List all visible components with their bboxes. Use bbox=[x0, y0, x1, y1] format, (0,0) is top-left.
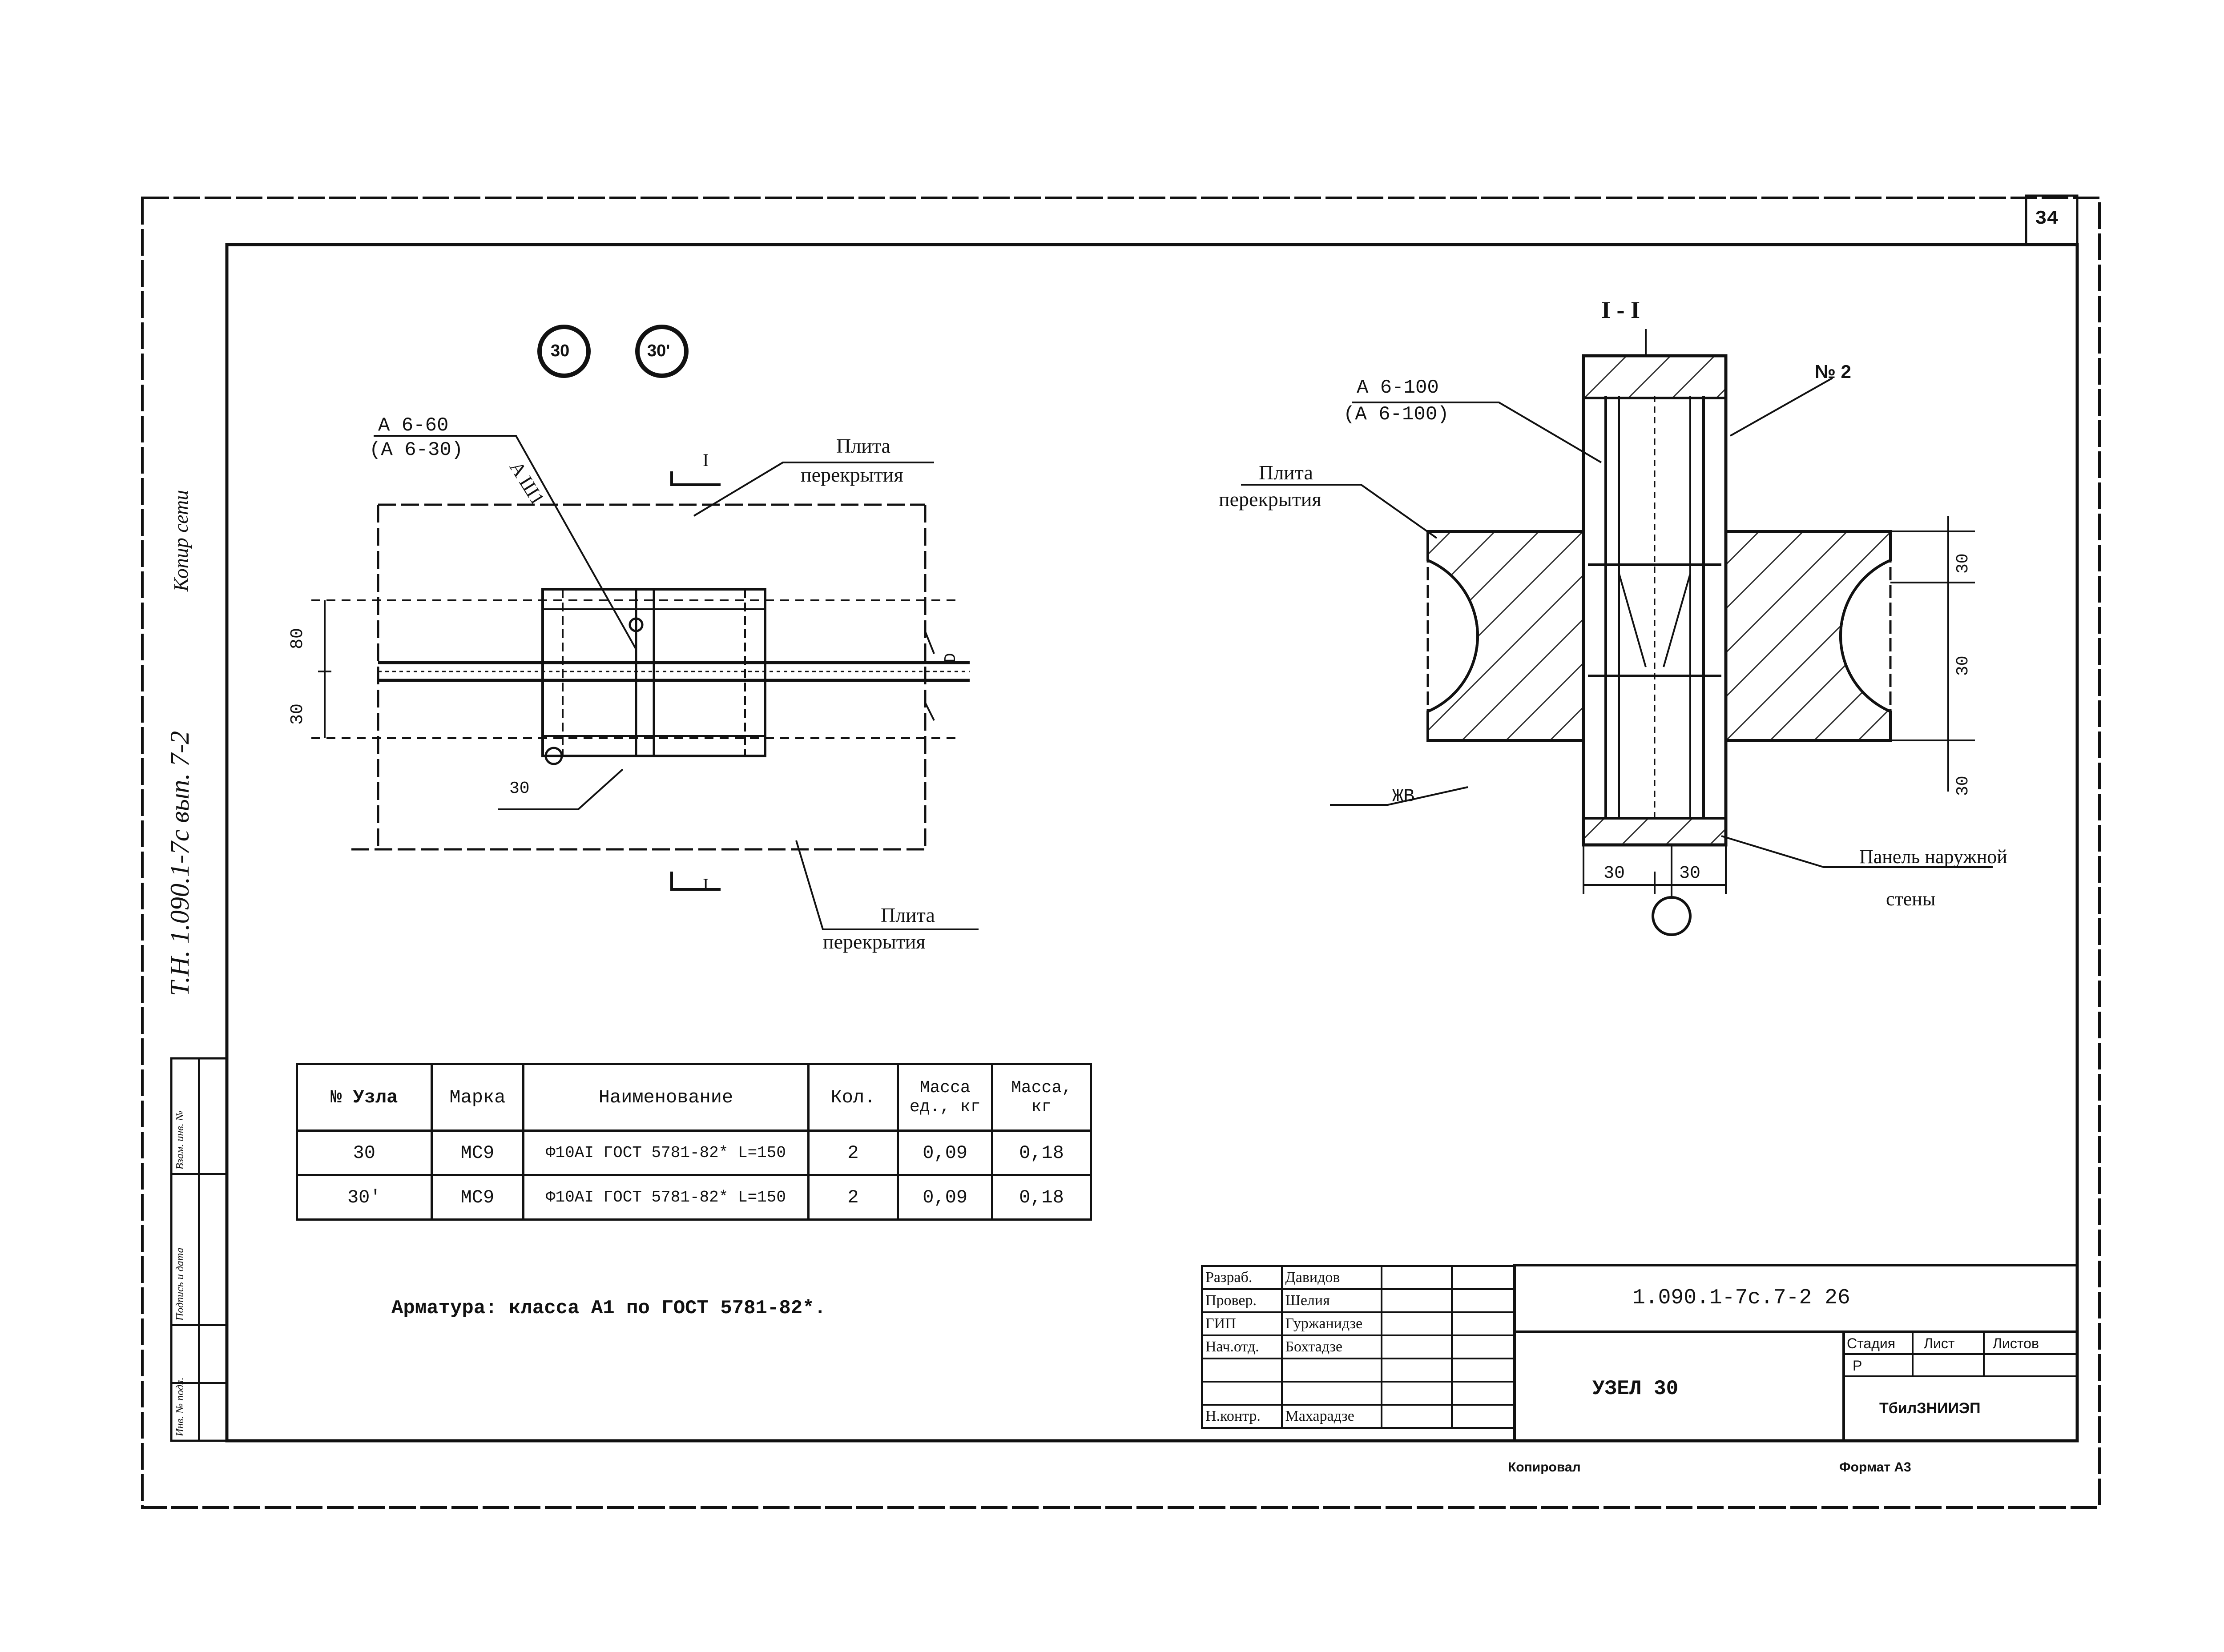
spec-row: 30 МС9 Ф10АI ГОСТ 5781-82* L=150 2 0,09 … bbox=[296, 1129, 1092, 1176]
plan-section-mark-top: I bbox=[703, 450, 709, 470]
plan-label-bottom-2: перекрытия bbox=[823, 930, 926, 953]
spec-cell: 0,09 bbox=[897, 1174, 994, 1221]
section-dim-right-top: 30 bbox=[1954, 553, 1973, 574]
title-sheet-label: Лист bbox=[1924, 1335, 1955, 1351]
spec-cell: 2 bbox=[807, 1129, 899, 1176]
spec-cell: 2 bbox=[807, 1174, 899, 1221]
plan-label-bottom-1: Плита bbox=[881, 904, 935, 926]
role bbox=[1201, 1381, 1283, 1406]
section-label-slab-2: перекрытия bbox=[1219, 488, 1322, 510]
spec-cell: 0,18 bbox=[991, 1174, 1092, 1221]
side-replace-inv: Взам. инв. № bbox=[174, 1110, 186, 1170]
spec-cell: Ф10АI ГОСТ 5781-82* L=150 bbox=[522, 1129, 810, 1176]
person: Бохтадзе bbox=[1281, 1334, 1383, 1359]
plan-dim-bottom-left: 30 bbox=[509, 779, 530, 798]
section-view bbox=[1241, 329, 1993, 936]
spec-cell: 30' bbox=[296, 1174, 433, 1221]
role bbox=[1201, 1358, 1283, 1383]
person: Давидов bbox=[1281, 1265, 1383, 1290]
title-name: УЗЕЛ 30 bbox=[1592, 1377, 1679, 1400]
spec-header-mark: Марка bbox=[430, 1063, 525, 1132]
spec-header-node: № Узла bbox=[296, 1063, 433, 1132]
spec-header-mass: Масса, кг bbox=[991, 1063, 1092, 1132]
person bbox=[1281, 1381, 1383, 1406]
section-weld-mark: A 6-100 bbox=[1357, 377, 1439, 399]
node-mark-30: 30 bbox=[551, 342, 570, 360]
person bbox=[1281, 1358, 1383, 1383]
section-title: I - I bbox=[1601, 297, 1640, 323]
slab-right-hatch bbox=[1724, 530, 1892, 742]
role: Провер. bbox=[1201, 1288, 1283, 1313]
role: Разраб. bbox=[1201, 1265, 1283, 1290]
inner-frame bbox=[225, 243, 2079, 1443]
plan-weld-mark: A 6-60 bbox=[378, 414, 449, 437]
plan-view bbox=[311, 325, 979, 930]
spec-cell: Ф10АI ГОСТ 5781-82* L=150 bbox=[522, 1174, 810, 1221]
title-sheets-label: Листов bbox=[1993, 1335, 2039, 1351]
reinforcement-note: Арматура: класса А1 по ГОСТ 5781-82*. bbox=[391, 1297, 826, 1319]
role: Нач.отд. bbox=[1201, 1334, 1283, 1359]
spec-header-unit-mass: Масса ед., кг bbox=[897, 1063, 994, 1132]
outer-frame bbox=[141, 197, 2101, 1509]
title-code: 1.090.1-7с.7-2 26 bbox=[1632, 1286, 1850, 1310]
spec-table: № Узла Марка Наименование Кол. Масса ед.… bbox=[296, 1063, 1092, 1221]
title-stage-label: Стадия bbox=[1847, 1335, 1896, 1351]
spec-cell: 0,18 bbox=[991, 1129, 1092, 1176]
node-circle-30 bbox=[537, 325, 591, 378]
side-inv-no: Инв. № подл. bbox=[174, 1377, 186, 1436]
spec-cell: МС9 bbox=[430, 1129, 525, 1176]
person: Шелия bbox=[1281, 1288, 1383, 1313]
footer-format: Формат А3 bbox=[1839, 1460, 1911, 1475]
plan-dim-right: D bbox=[942, 653, 960, 663]
section-dim-right-bottom: 30 bbox=[1954, 776, 1973, 796]
spec-cell: МС9 bbox=[430, 1174, 525, 1221]
spec-header-qty: Кол. bbox=[807, 1063, 899, 1132]
plan-dim-left-top: 80 bbox=[288, 627, 308, 649]
plan-dim-left-bottom: 30 bbox=[288, 703, 308, 725]
plan-label-top-1: Плита bbox=[836, 434, 890, 457]
role: Н.контр. bbox=[1201, 1404, 1283, 1429]
spec-header-name: Наименование bbox=[522, 1063, 810, 1132]
plan-weld-mark-alt: (A 6-30) bbox=[369, 439, 463, 461]
spec-row: 30' МС9 Ф10АI ГОСТ 5781-82* L=150 2 0,09… bbox=[296, 1174, 1092, 1221]
section-pos-mark: № 2 bbox=[1815, 361, 1851, 382]
section-dim-bottom-left: 30 bbox=[1604, 864, 1625, 884]
section-weld-mark-alt: (A 6-100) bbox=[1343, 403, 1449, 426]
sheet-number: 34 bbox=[2035, 208, 2059, 230]
plan-label-top-2: перекрытия bbox=[801, 463, 903, 486]
plan-section-mark-bottom: I bbox=[703, 875, 709, 895]
section-label-slab-1: Плита bbox=[1259, 461, 1313, 484]
node-circle-30-prime bbox=[635, 325, 689, 378]
spec-cell: 30 bbox=[296, 1129, 433, 1176]
section-label-panel-1: Панель наружной bbox=[1859, 846, 2007, 868]
section-dim-bottom-right: 30 bbox=[1679, 864, 1701, 884]
spec-cell: 0,09 bbox=[897, 1129, 994, 1176]
side-sign-date: Подпись и дата bbox=[174, 1247, 186, 1321]
node-mark-30-prime: 30' bbox=[647, 342, 670, 360]
person: Махарадзе bbox=[1281, 1404, 1383, 1429]
section-label-left-bottom: ЖВ bbox=[1392, 786, 1415, 807]
role: ГИП bbox=[1201, 1311, 1283, 1336]
title-org: ТбилЗНИИЭП bbox=[1879, 1400, 1981, 1417]
title-stage: Р bbox=[1853, 1358, 1862, 1374]
side-doc-ref: Т.Н. 1.090.1-7с вып. 7-2 bbox=[165, 731, 194, 996]
side-copy-note: Копир сети bbox=[169, 490, 192, 591]
section-label-panel-2: стены bbox=[1886, 888, 1936, 910]
section-dim-right-mid: 30 bbox=[1954, 655, 1973, 676]
slab-left-hatch bbox=[1426, 530, 1585, 742]
sheet-number-cell bbox=[2025, 194, 2079, 246]
person: Гуржанидзе bbox=[1281, 1311, 1383, 1336]
footer-copied: Копировал bbox=[1508, 1460, 1581, 1475]
